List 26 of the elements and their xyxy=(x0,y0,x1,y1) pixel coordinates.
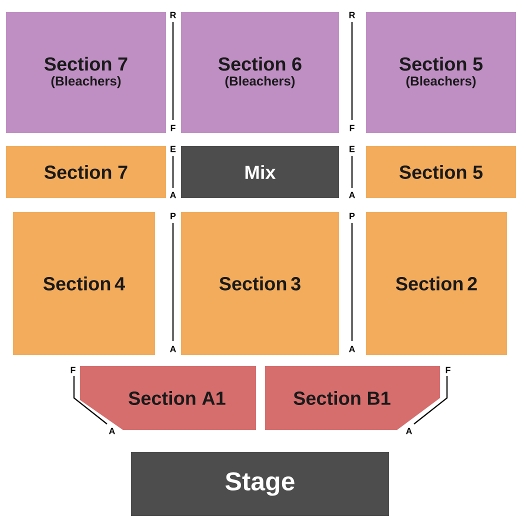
row-letter: A xyxy=(349,192,355,198)
seating-section: Section 7 (Bleachers) xyxy=(6,12,166,133)
stage-block: Stage xyxy=(131,452,389,516)
row-letter: R xyxy=(170,12,176,18)
row-letter: E xyxy=(170,146,176,152)
row-letter: A xyxy=(406,428,412,434)
row-letter: F xyxy=(70,366,76,374)
row-letter: F xyxy=(350,124,354,132)
seating-section: Section 2 xyxy=(366,212,507,355)
seating-section: Section 7 xyxy=(6,146,166,198)
row-letter: P xyxy=(170,212,176,220)
seating-section: Section 4 xyxy=(13,212,155,355)
row-letter: R xyxy=(349,12,356,18)
row-letter: A xyxy=(349,346,355,352)
seating-section: Section 5 (Bleachers) xyxy=(366,12,516,133)
seating-section: Section 6 (Bleachers) xyxy=(181,12,339,133)
row-letter: A xyxy=(170,192,176,198)
row-letter: F xyxy=(170,124,176,132)
seating-section: Section 3 xyxy=(181,212,339,355)
seating-section: Section 5 xyxy=(366,146,516,198)
row-letter: F xyxy=(446,366,450,374)
row-letter: E xyxy=(350,146,355,152)
row-letter: P xyxy=(350,212,355,220)
row-letter: A xyxy=(170,346,176,352)
mix-block: Mix xyxy=(181,146,339,198)
row-letter: A xyxy=(108,428,115,434)
